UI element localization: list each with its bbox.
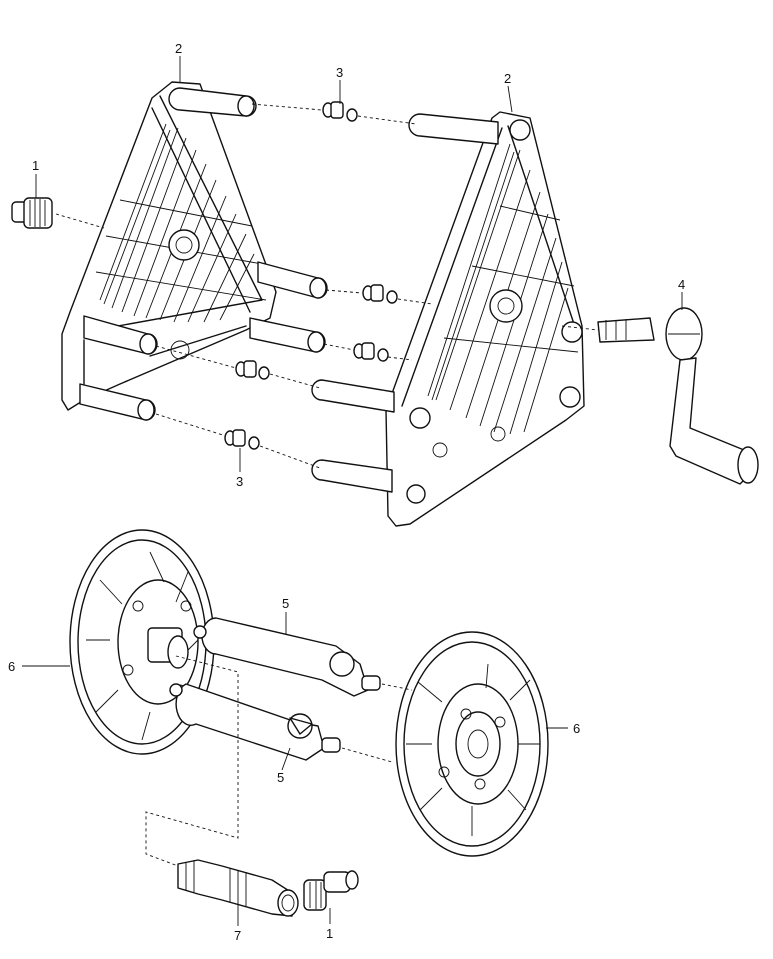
connector-top <box>322 101 358 122</box>
callout-7: 7 <box>234 928 241 943</box>
hose-coupling <box>177 859 299 917</box>
callout-2-right: 2 <box>504 71 511 86</box>
callout-3-bottom: 3 <box>236 474 243 489</box>
connector-bottom <box>224 429 260 450</box>
rod-left-front <box>83 315 158 355</box>
rod-right-bottom <box>311 459 393 493</box>
assembly-lines <box>55 103 599 867</box>
rod-mid-left-upper <box>257 261 328 299</box>
drum-half-lower <box>169 683 341 761</box>
callout-5-bottom: 5 <box>277 770 284 785</box>
callout-3-top: 3 <box>336 65 343 80</box>
connector-mid-1 <box>362 284 398 304</box>
callout-1-top: 1 <box>32 158 39 173</box>
hose-connector-bottom <box>303 870 359 911</box>
rod-right-mid <box>311 379 395 413</box>
right-side-panel <box>385 111 585 527</box>
left-side-panel <box>61 81 277 411</box>
callout-6-right: 6 <box>573 721 580 736</box>
reel-wheel-right <box>395 631 549 857</box>
hose-connector-top <box>11 197 53 229</box>
callout-4: 4 <box>678 277 685 292</box>
rod-left-bottom <box>79 383 156 421</box>
callout-1-bottom: 1 <box>326 926 333 941</box>
callout-6-left: 6 <box>8 659 15 674</box>
connector-mid-3 <box>235 360 270 380</box>
callout-2-left: 2 <box>175 41 182 56</box>
leader-lines <box>22 56 683 926</box>
crank-handle <box>597 307 759 485</box>
connector-mid-2 <box>353 342 389 362</box>
callout-5-top: 5 <box>282 596 289 611</box>
rod-mid-left-lower <box>249 317 326 353</box>
rod-top-right <box>408 113 499 145</box>
rod-top-left <box>168 87 257 117</box>
drum-half-upper <box>193 617 381 697</box>
